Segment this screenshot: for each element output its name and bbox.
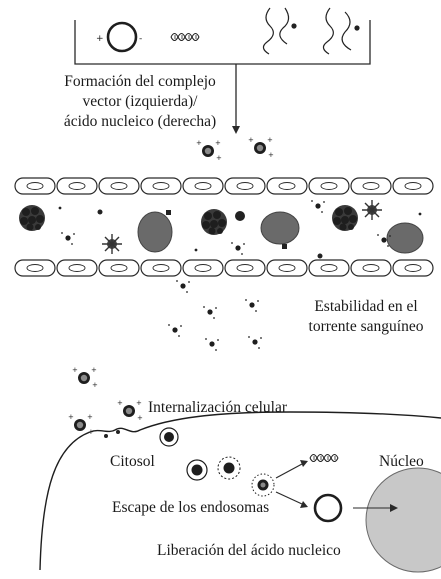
formation-label: Formación del complejo vector (izquierda… <box>30 72 250 132</box>
escaping-endosome <box>217 456 241 480</box>
complex-particle <box>196 139 222 162</box>
release-label: Liberación del ácido nucleico <box>157 542 341 559</box>
stability-label-line2: torrente sanguíneo <box>308 318 424 335</box>
upper-endothelial-wall <box>14 177 434 195</box>
formation-label-line3: ácido nucleico (derecha) <box>63 113 217 130</box>
spiky-particle <box>101 233 123 255</box>
endosome <box>159 427 179 447</box>
spiky-particle <box>361 199 383 221</box>
nucleus <box>353 467 441 573</box>
protein-aggregate <box>19 205 45 231</box>
protein-aggregate <box>201 209 227 235</box>
red-blood-cells <box>137 211 424 254</box>
svg-text:-: - <box>139 34 142 44</box>
cell-membrane <box>39 411 441 571</box>
complex-particle <box>117 399 143 422</box>
stability-label-line1: Estabilidad en el <box>314 298 418 315</box>
complex-particle <box>248 136 274 159</box>
released-vector <box>313 493 343 523</box>
internalization-label: Internalización celular <box>148 399 287 416</box>
complex-particle <box>68 413 94 436</box>
lower-endothelial-wall <box>14 259 434 277</box>
endosome-escape-label: Escape de los endosomas <box>112 499 270 516</box>
release-arrows <box>275 460 308 508</box>
formation-bracket <box>74 20 371 134</box>
polymer-strands-icon <box>262 7 360 55</box>
nucleus-label: Núcleo <box>379 453 424 470</box>
formation-label-line1: Formación del complejo <box>64 73 216 90</box>
endosome <box>186 459 208 481</box>
circulating-complexes <box>168 280 262 351</box>
escaping-endosome <box>251 473 275 497</box>
cytosol-label: Citosol <box>110 453 155 470</box>
blood-vessel <box>14 177 434 277</box>
complex-particle <box>72 366 98 389</box>
formation-label-line2: vector (izquierda)/ <box>82 93 198 110</box>
released-nucleic-acid <box>309 453 339 463</box>
nucleic-acid-icon <box>170 32 200 42</box>
svg-text:+: + <box>96 34 104 44</box>
vector-icon: + - <box>96 21 142 53</box>
stability-label: Estabilidad en el torrente sanguíneo <box>296 297 436 337</box>
protein-aggregate <box>332 205 358 231</box>
